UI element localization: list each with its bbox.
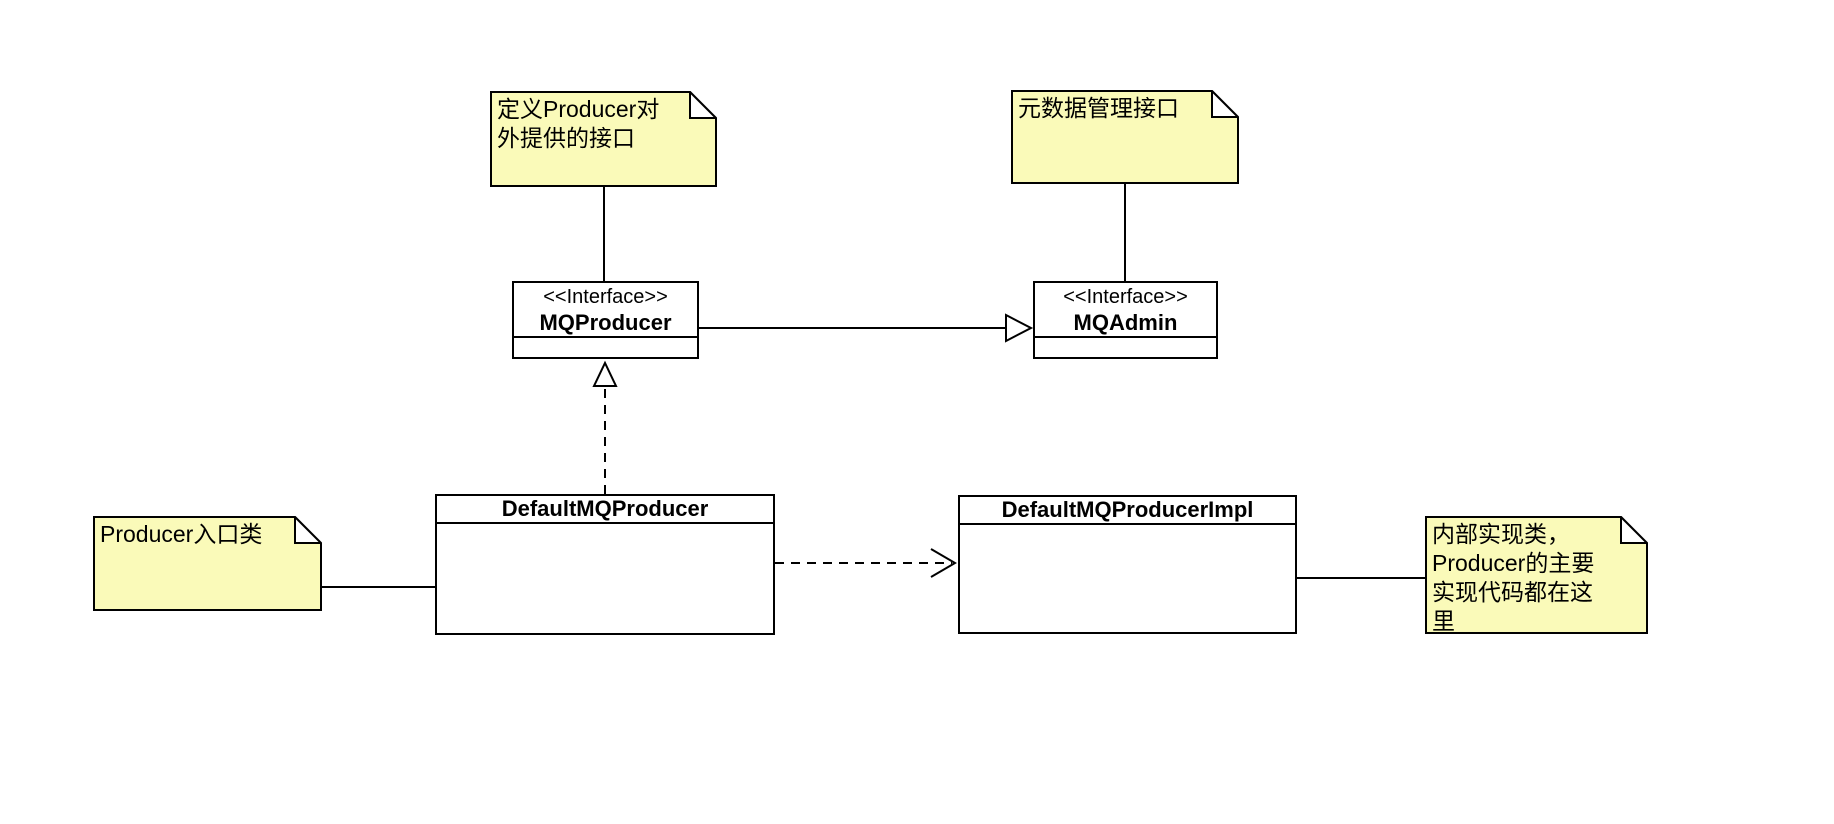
note-define-producer-interface: 定义Producer对 外提供的接口 <box>490 91 717 187</box>
note-shape <box>490 91 717 187</box>
note-shape <box>93 516 322 611</box>
empty-compartment <box>514 338 697 357</box>
interface-header: <<Interface>> MQAdmin <box>1035 283 1216 338</box>
note-shape <box>1011 90 1239 184</box>
note-producer-entry-class: Producer入口类 <box>93 516 322 611</box>
class-name: DefaultMQProducer <box>437 496 773 524</box>
class-defaultmqproducerimpl: DefaultMQProducerImpl <box>958 495 1297 634</box>
note-internal-impl-class: 内部实现类， Producer的主要 实现代码都在这 里 <box>1425 516 1648 634</box>
stereotype-label: <<Interface>> <box>1063 285 1188 308</box>
stereotype-label: <<Interface>> <box>543 285 668 308</box>
note-text: 定义Producer对 外提供的接口 <box>497 96 660 151</box>
empty-compartment <box>1035 338 1216 357</box>
note-text: Producer入口类 <box>100 521 263 547</box>
dependency-arrow-defaultmqproducer-to-impl <box>775 548 957 578</box>
note-metadata-management-interface: 元数据管理接口 <box>1011 90 1239 184</box>
class-mqadmin: <<Interface>> MQAdmin <box>1033 281 1218 359</box>
note-text: 内部实现类， Producer的主要 实现代码都在这 里 <box>1432 521 1595 634</box>
empty-compartment <box>960 525 1295 632</box>
class-mqproducer: <<Interface>> MQProducer <box>512 281 699 359</box>
empty-compartment <box>437 524 773 633</box>
note-shape <box>1425 516 1648 634</box>
note-text: 元数据管理接口 <box>1018 95 1179 121</box>
realization-arrow-defaultmqproducer-to-mqproducer <box>592 360 618 494</box>
class-name: MQAdmin <box>1073 309 1178 335</box>
class-name: MQProducer <box>539 309 672 335</box>
class-name: DefaultMQProducerImpl <box>960 497 1295 525</box>
class-defaultmqproducer: DefaultMQProducer <box>435 494 775 635</box>
generalization-arrow-mqproducer-to-mqadmin <box>699 313 1034 343</box>
interface-header: <<Interface>> MQProducer <box>514 283 697 338</box>
